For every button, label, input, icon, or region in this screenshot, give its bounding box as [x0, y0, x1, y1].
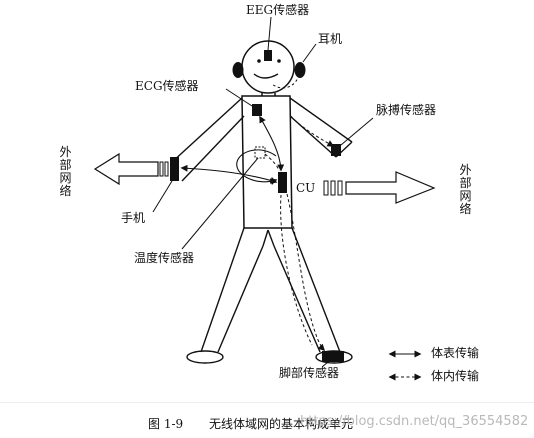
- earphone-leader: [302, 43, 317, 63]
- right-signal-bar-2: [330, 180, 336, 196]
- figure-caption: 无线体域网的基本构成单元: [209, 417, 354, 431]
- external-network-left-label: 外部网络: [59, 145, 72, 198]
- figure-number: 图 1-9: [148, 417, 184, 431]
- eye-right: [277, 59, 281, 63]
- foot-leader: [321, 361, 329, 368]
- earphone-left-icon: [232, 62, 244, 78]
- right-signal-bar-1: [323, 180, 329, 196]
- right-external-arrow: [345, 171, 436, 204]
- left-foot: [186, 350, 224, 364]
- right-signal-bar-3: [337, 180, 343, 196]
- ecg-cu-link: [259, 115, 285, 172]
- external-network-right-label: 外部网络: [459, 163, 472, 216]
- watermark-url: https://blog.csdn.net/qq_36554582: [300, 414, 529, 429]
- crotch-left: [262, 229, 269, 247]
- pulse-sensor-icon: [331, 144, 341, 156]
- eeg-sensor-label: EEG传感器: [246, 3, 310, 17]
- foot-cu-link: [286, 193, 326, 352]
- mouth: [253, 73, 279, 79]
- phone-leader: [152, 180, 173, 213]
- left-external-arrow: [93, 152, 159, 186]
- legend-internal-label: 体内传输: [431, 369, 480, 383]
- ecg-sensor-label: ECG传感器: [135, 79, 199, 93]
- phone-cu-link: [180, 164, 278, 184]
- caption-separator: [0, 402, 534, 403]
- cu-device-icon: [278, 172, 287, 193]
- left-arm-lower: [181, 115, 245, 182]
- left-signal-bar-1: [159, 161, 164, 177]
- temp-cu-link: [264, 153, 280, 172]
- pulse-cu-link: [288, 113, 335, 147]
- temperature-sensor-icon: [254, 146, 266, 159]
- earphone-label: 耳机: [318, 32, 343, 46]
- ecg-sensor-icon: [252, 104, 262, 116]
- foot-cu-link-2: [280, 194, 313, 346]
- phone-icon: [170, 157, 179, 181]
- right-leg-inner: [273, 245, 321, 353]
- earphone-link: [271, 69, 301, 89]
- ecg-leader: [225, 88, 253, 107]
- crotch-right: [267, 229, 275, 247]
- pulse-leader: [340, 117, 374, 146]
- left-signal-bar-2: [164, 161, 169, 177]
- phone-label: 手机: [121, 211, 146, 225]
- eye-left: [257, 59, 261, 63]
- temperature-sensor-label: 温度传感器: [134, 251, 195, 265]
- pulse-sensor-label: 脉搏传感器: [376, 103, 437, 117]
- foot-sensor-label: 脚部传感器: [279, 366, 340, 380]
- eeg-sensor-icon: [264, 50, 272, 61]
- cu-label: CU: [296, 181, 316, 195]
- right-arm-lower: [289, 115, 337, 158]
- right-leg-outer: [291, 227, 341, 353]
- eeg-leader: [267, 16, 272, 51]
- foot-sensor-icon: [322, 351, 344, 362]
- left-arm-upper: [170, 97, 243, 164]
- torso: [241, 95, 293, 229]
- legend-surface-label: 体表传输: [431, 346, 480, 360]
- left-leg-inner: [217, 245, 264, 353]
- left-leg-outer: [200, 227, 245, 353]
- temperature-cu-loop: [236, 149, 278, 186]
- right-arm-upper: [289, 97, 353, 143]
